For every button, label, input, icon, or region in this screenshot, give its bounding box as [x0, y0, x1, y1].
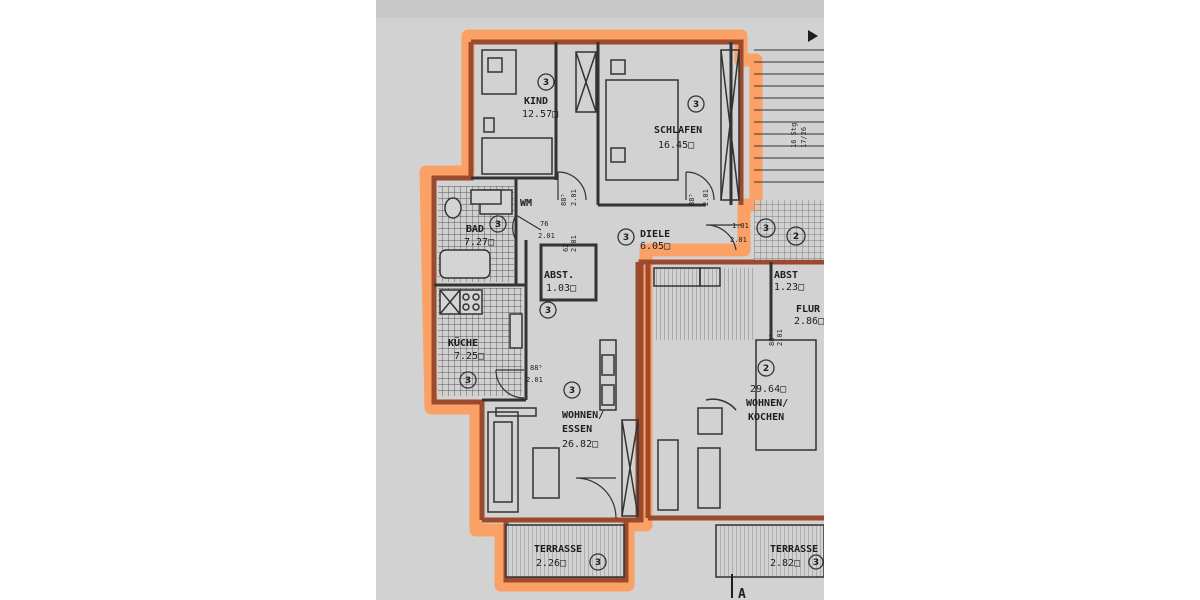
- svg-text:3: 3: [569, 386, 575, 396]
- flur-door-height: 2.01: [776, 329, 784, 346]
- terrasse-left: [505, 524, 625, 578]
- unit-marker-diele: 3: [617, 228, 635, 246]
- bad-label: BAD: [466, 224, 484, 235]
- schlafen-label: SCHLAFEN: [654, 125, 702, 136]
- bad-fixtures: [439, 189, 513, 279]
- flur-area: 2.86□: [794, 316, 824, 327]
- flur-door-width: 88⁵: [768, 333, 776, 346]
- unit-marker-schlafen: 3: [687, 95, 705, 113]
- schlafen-area: 16.45□: [658, 140, 694, 151]
- wohnen-essen-label-2: ESSEN: [562, 424, 592, 435]
- flur-label: FLUR: [796, 304, 821, 315]
- unit-marker-wohnen-kochen: 2: [757, 359, 775, 377]
- kueche-door-height: 2.01: [526, 376, 543, 384]
- wohnen-kochen-label-1: WOHNEN/: [746, 398, 788, 409]
- unit-marker-entry-2: 2: [786, 226, 806, 246]
- svg-text:3: 3: [813, 558, 819, 568]
- section-marker: A: [731, 574, 746, 600]
- unit-marker-wohnen-essen: 3: [563, 381, 581, 399]
- wohnen-essen-label-1: WOHNEN/: [562, 410, 604, 421]
- abst-right-label: ABST: [774, 270, 798, 281]
- kind-door-height: 2.01: [570, 189, 578, 206]
- bad-door-width: 76: [540, 220, 548, 228]
- unit-marker-terrasse-right: 3: [808, 554, 824, 570]
- unit-markers: 3 3 3 3 3 3 3 3 3 2 2 3: [459, 73, 824, 571]
- door-swings: [495, 171, 741, 519]
- svg-text:3: 3: [595, 558, 601, 568]
- schlafen-door-width: 88⁵: [688, 193, 696, 206]
- stair-lines: [754, 49, 824, 183]
- diele-area: 6.05□: [640, 241, 670, 252]
- floor-plan-photo: KIND 12.57□ SCHLAFEN 16.45□ BAD 7.27□ DI…: [376, 0, 824, 600]
- svg-text:3: 3: [623, 233, 629, 243]
- abst-door-width: 62: [562, 244, 570, 252]
- wm-label: WM: [520, 198, 532, 209]
- wohnen-essen-furniture: [487, 339, 639, 517]
- terrasse-left-label: TERRASSE: [534, 544, 582, 555]
- kueche-area: 7.25□: [454, 351, 484, 362]
- wohnen-essen-area: 26.82□: [562, 439, 598, 450]
- schlafen-door-height: 2.01: [702, 189, 710, 206]
- abst-door-height: 2.01: [570, 235, 578, 252]
- unit-marker-terrasse-left: 3: [589, 553, 607, 571]
- svg-text:3: 3: [545, 306, 551, 316]
- svg-text:3: 3: [543, 78, 549, 88]
- kueche-label: KÜCHE: [448, 335, 478, 349]
- room-labels: KIND 12.57□ SCHLAFEN 16.45□ BAD 7.27□ DI…: [448, 96, 824, 569]
- svg-text:A: A: [738, 587, 746, 600]
- wohnen-kochen-furniture: [653, 267, 817, 511]
- unit-marker-bad: 3: [489, 215, 507, 233]
- abst-left-area: 1.03□: [546, 283, 576, 294]
- bad-door-height: 2.01: [538, 232, 555, 240]
- unit-marker-kind: 3: [537, 73, 555, 91]
- unit-marker-kueche: 3: [459, 371, 477, 389]
- diele-label: DIELE: [640, 229, 670, 240]
- terrasse-left-area: 2.26□: [536, 558, 566, 569]
- bad-area: 7.27□: [464, 237, 494, 248]
- unit-marker-abst: 3: [539, 301, 557, 319]
- stair-label-1: 16 Stg: [790, 123, 798, 148]
- schlafen-furniture: [605, 49, 740, 201]
- kind-label: KIND: [524, 96, 548, 107]
- wohnen-kochen-label-2: KOCHEN: [748, 412, 784, 423]
- entry-door-height: 2.01: [730, 236, 747, 244]
- entry-door-width: 1.01: [732, 222, 749, 230]
- svg-text:2: 2: [763, 364, 769, 374]
- terrasse-right: [715, 524, 824, 578]
- abst-right-area: 1.23□: [774, 282, 804, 293]
- kueche-door-width: 88⁵: [530, 364, 543, 372]
- kitchen-counter: [654, 268, 756, 340]
- svg-text:3: 3: [693, 100, 699, 110]
- kind-area: 12.57□: [522, 109, 558, 120]
- svg-text:2: 2: [793, 232, 799, 242]
- stair-label-2: 17/26: [800, 127, 808, 148]
- terrasse-right-label: TERRASSE: [770, 544, 818, 555]
- direction-arrow-icon: [808, 30, 818, 42]
- kind-door-width: 88⁵: [560, 193, 568, 206]
- wohnen-kochen-area: 29.64□: [750, 384, 786, 395]
- floor-plan: KIND 12.57□ SCHLAFEN 16.45□ BAD 7.27□ DI…: [376, 0, 824, 600]
- door-dimensions: 88⁵ 2.01 88⁵ 2.01 76 2.01 62 2.01 88⁵ 2.…: [526, 123, 808, 384]
- walls: [431, 39, 751, 583]
- interior-walls: [434, 42, 773, 402]
- svg-text:3: 3: [495, 220, 501, 230]
- kueche-fixtures: [439, 289, 523, 349]
- kind-furniture: [481, 49, 597, 175]
- walls-right-unit: [645, 259, 824, 521]
- svg-text:3: 3: [763, 224, 769, 234]
- abst-left-label: ABST.: [544, 270, 574, 281]
- unit-marker-entry-3: 3: [756, 218, 776, 238]
- svg-text:3: 3: [465, 376, 471, 386]
- terrasse-right-area: 2.82□: [770, 558, 800, 569]
